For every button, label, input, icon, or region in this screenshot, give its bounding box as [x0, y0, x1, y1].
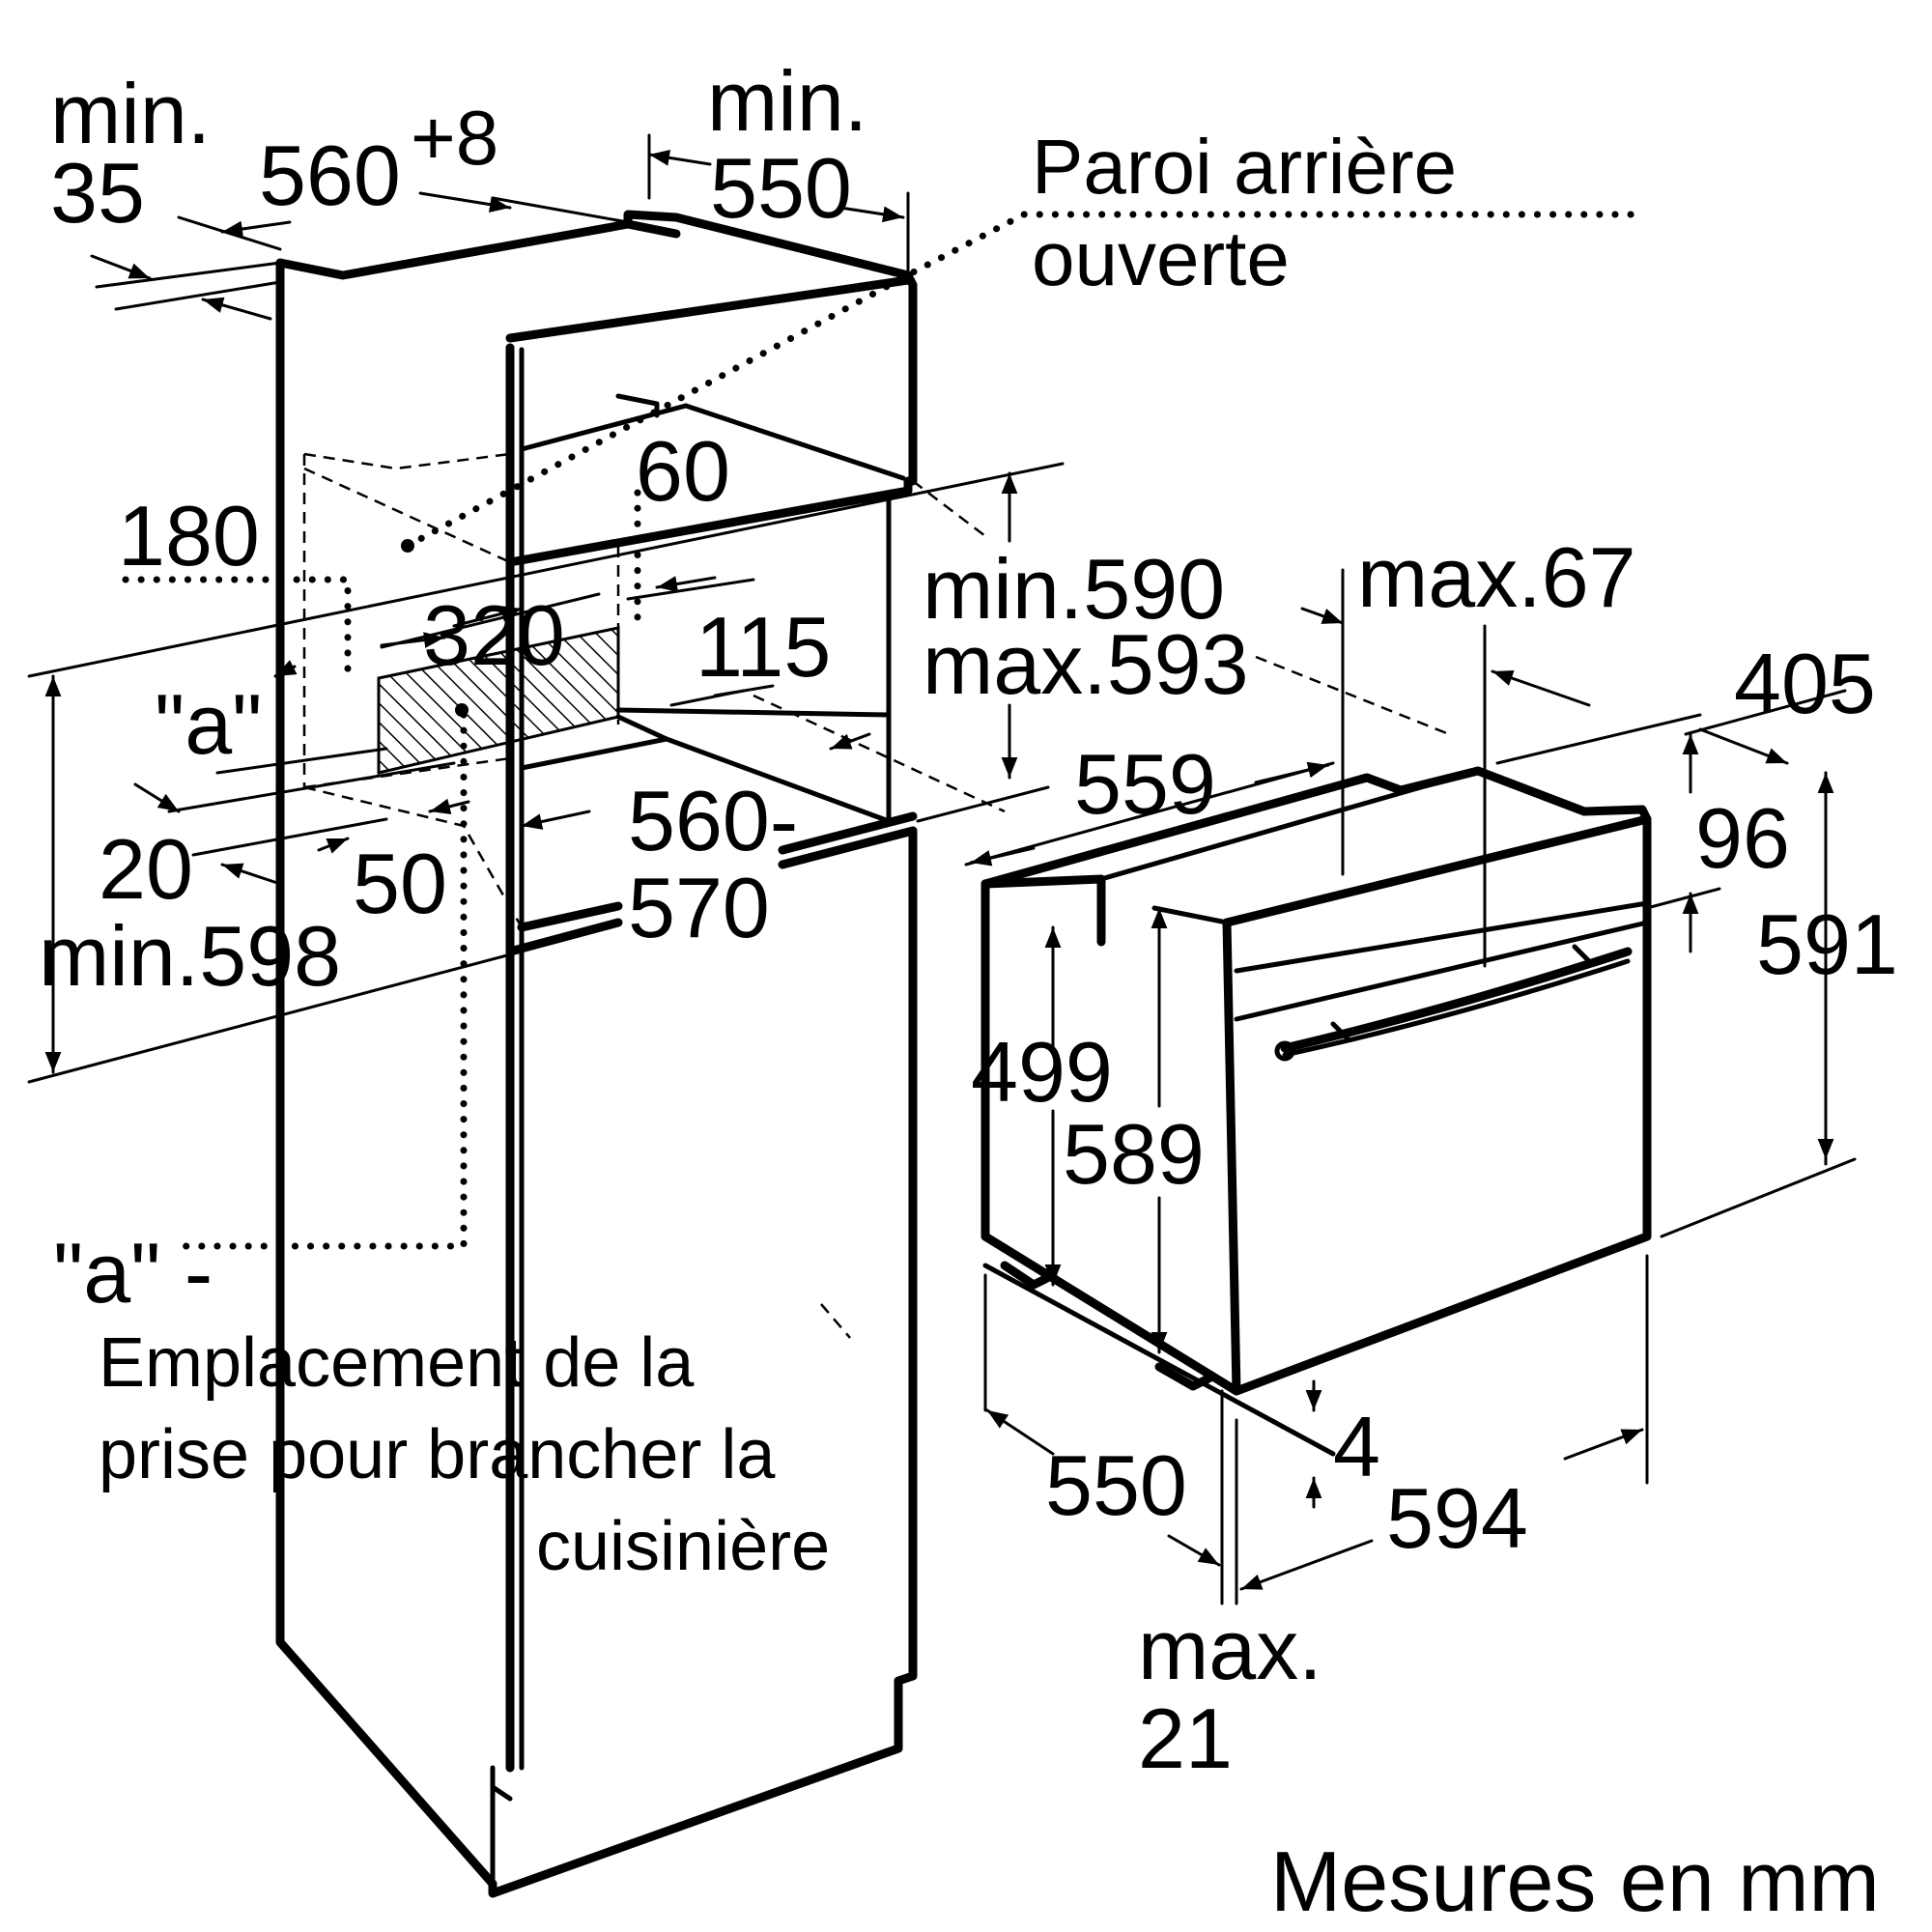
- label-sup8: +8: [411, 95, 498, 181]
- label-320: 320: [423, 587, 565, 683]
- label-max593: max.593: [923, 616, 1249, 712]
- label-594: 594: [1386, 1470, 1528, 1566]
- label-max-b: 21: [1138, 1690, 1233, 1786]
- label-499: 499: [971, 1024, 1113, 1120]
- label-560: 560: [259, 128, 401, 223]
- label-rear-wall-1: Paroi arrière: [1032, 124, 1457, 210]
- dimension-lines: [27, 133, 1857, 1605]
- label-a: "a": [155, 676, 262, 772]
- label-180: 180: [118, 488, 260, 583]
- label-min-top: min.: [707, 53, 867, 149]
- label-4: 4: [1333, 1399, 1380, 1494]
- oven: [820, 655, 1652, 1457]
- label-35: 35: [50, 145, 145, 241]
- label-min598: min.598: [39, 908, 341, 1004]
- label-min-left: min.: [50, 66, 211, 161]
- label-max67: max.67: [1357, 529, 1636, 625]
- dotted-leaders: [122, 211, 1646, 1250]
- legend-text-1: Emplacement de la: [99, 1324, 695, 1402]
- label-115: 115: [696, 599, 831, 695]
- label-405: 405: [1734, 636, 1876, 731]
- label-min590: min.590: [923, 541, 1225, 637]
- label-560-570-a: 560-: [628, 773, 798, 868]
- legend-a: "a" -: [53, 1225, 213, 1321]
- label-20: 20: [99, 821, 193, 917]
- label-96: 96: [1695, 790, 1790, 886]
- units-note: Mesures en mm: [1270, 1833, 1880, 1929]
- labels: min. 35 560 +8 min. 550 Paroi arrière ou…: [39, 53, 1898, 1929]
- label-560-570-b: 570: [628, 860, 770, 955]
- label-50: 50: [353, 836, 447, 931]
- label-589: 589: [1063, 1106, 1205, 1202]
- label-559: 559: [1074, 736, 1216, 832]
- label-550-top: 550: [710, 140, 852, 236]
- cabinet: [275, 210, 1006, 1898]
- legend-text-2: prise pour brancher la: [99, 1416, 776, 1493]
- label-591: 591: [1756, 896, 1898, 992]
- legend-text-3: cuisinière: [536, 1508, 830, 1585]
- label-60: 60: [636, 423, 730, 519]
- label-rear-wall-2: ouverte: [1032, 215, 1290, 301]
- label-550-bottom: 550: [1045, 1437, 1187, 1533]
- label-max-a: max.: [1138, 1602, 1322, 1697]
